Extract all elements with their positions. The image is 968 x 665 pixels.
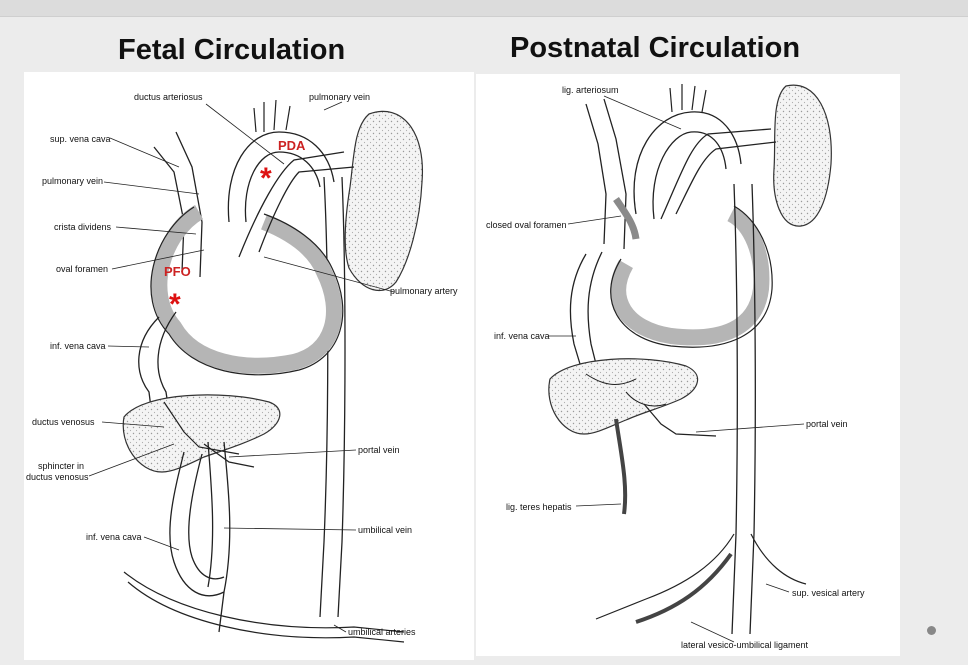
aortic-arch <box>633 111 742 215</box>
label-umbilical-arteries: umbilical arteries <box>348 627 416 637</box>
label-umbilical-vein: umbilical vein <box>358 525 412 535</box>
marker-pda: PDA <box>278 138 306 153</box>
postnatal-circulation-title: Postnatal Circulation <box>510 32 801 64</box>
fetal-circulation-title: Fetal Circulation <box>118 34 346 66</box>
fetal-diagram-panel: ductus arteriosus pulmonary vein sup. ve… <box>24 72 474 660</box>
label-oval-foramen: oval foramen <box>56 264 108 274</box>
fetal-diagram: ductus arteriosus pulmonary vein sup. ve… <box>26 92 458 643</box>
label-ductus-arteriosus: ductus arteriosus <box>134 92 203 102</box>
label-ductus-venosus: ductus venosus <box>32 417 95 427</box>
top-bar <box>0 0 968 17</box>
leader-lines <box>88 101 395 633</box>
sup-vesical-artery <box>595 533 735 620</box>
descending-aorta <box>731 183 738 635</box>
lateral-vesico-umbilical-ligament <box>635 552 733 624</box>
leader-lines <box>548 95 805 643</box>
label-lateral-ligament: lateral vesico-umbilical ligament <box>681 640 809 650</box>
closed-oval-foramen <box>613 197 640 240</box>
label-portal-vein: portal vein <box>806 419 848 429</box>
umbilical-arteries <box>123 571 405 633</box>
slide-nav-dot[interactable] <box>927 626 936 635</box>
label-pulmonary-vein-left: pulmonary vein <box>42 176 103 186</box>
liver-shape <box>548 358 698 435</box>
superior-vena-cava <box>585 103 607 245</box>
label-lig-arteriosum: lig. arteriosum <box>562 85 619 95</box>
label-pulmonary-vein-top: pulmonary vein <box>309 92 370 102</box>
label-sup-vesical-artery: sup. vesical artery <box>792 588 865 598</box>
label-pulmonary-artery: pulmonary artery <box>390 286 458 296</box>
label-sphincter-line1: sphincter in <box>38 461 84 471</box>
heart-wall <box>151 205 342 374</box>
label-inf-vena-cava-upper: inf. vena cava <box>50 341 106 351</box>
label-sup-vena-cava: sup. vena cava <box>50 134 111 144</box>
marker-pfo: PFO <box>164 264 191 279</box>
marker-pda-asterisk: * <box>260 162 272 195</box>
umbilical-vein <box>169 451 225 597</box>
postnatal-diagram-panel: lig. arteriosum closed oval foramen inf.… <box>476 74 900 656</box>
label-lig-teres-hepatis: lig. teres hepatis <box>506 502 572 512</box>
label-closed-oval-foramen: closed oval foramen <box>486 220 567 230</box>
postnatal-diagram: lig. arteriosum closed oval foramen inf.… <box>486 84 865 650</box>
label-inf-vena-cava-lower: inf. vena cava <box>86 532 142 542</box>
lig-teres-hepatis <box>614 418 628 515</box>
lung-shape <box>344 110 424 291</box>
label-crista-dividens: crista dividens <box>54 222 112 232</box>
lung-shape <box>773 84 832 227</box>
liver-shape <box>122 394 281 473</box>
superior-vena-cava <box>153 146 185 273</box>
pulmonary-trunk <box>258 166 355 253</box>
descending-aorta <box>319 176 329 618</box>
label-inf-vena-cava: inf. vena cava <box>494 331 550 341</box>
heart-wall <box>610 206 770 346</box>
marker-pfo-asterisk: * <box>169 288 181 321</box>
label-portal-vein: portal vein <box>358 445 400 455</box>
label-sphincter-line2: ductus venosus <box>26 472 89 482</box>
inferior-vena-cava <box>569 253 587 365</box>
inferior-vena-cava <box>138 316 160 433</box>
